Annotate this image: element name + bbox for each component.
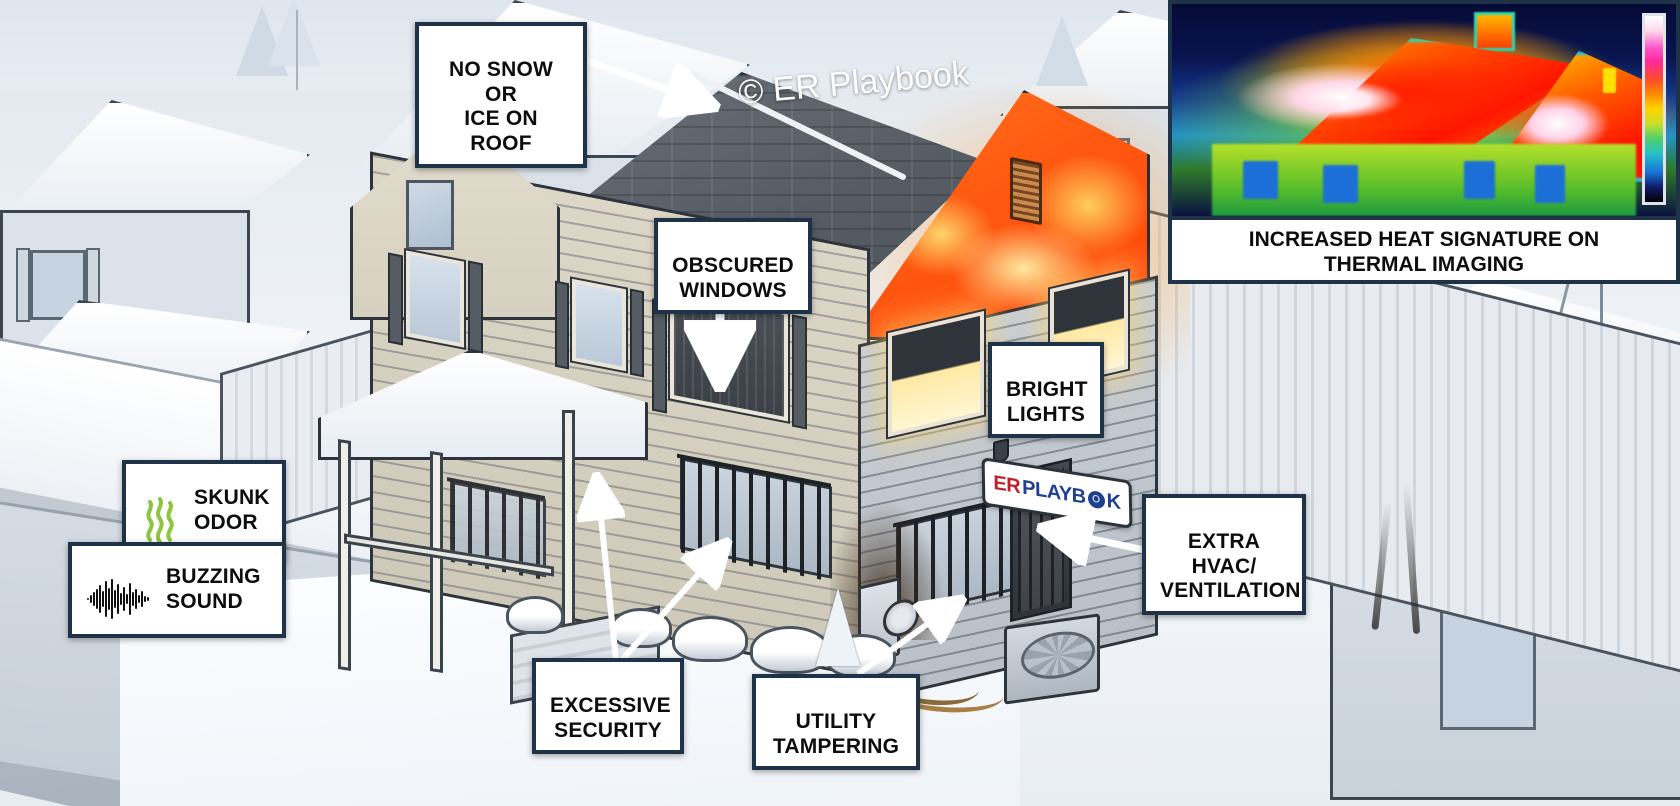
bare-tree-icon: [1600, 220, 1603, 370]
sign-o-badge: O: [1087, 489, 1105, 510]
shutter: [555, 280, 569, 370]
label-obscured-windows[interactable]: OBSCURED WINDOWS: [654, 218, 812, 315]
thermal-house-body: [1212, 143, 1636, 216]
label-text: EXCESSIVE SECURITY: [550, 693, 671, 742]
snow-covered-shrub: [506, 596, 564, 634]
sign-playbook-text: PLAYB: [1021, 475, 1086, 509]
sign-k-text: K: [1106, 489, 1121, 514]
thermal-hot-vent: [1602, 67, 1616, 94]
thermal-chimney: [1474, 12, 1515, 51]
label-bright-lights[interactable]: BRIGHT LIGHTS: [988, 342, 1104, 439]
porch-post: [430, 450, 443, 674]
small-conifer-icon: [816, 588, 860, 666]
sound-waveform-icon: [86, 553, 152, 627]
label-no-snow-or-ice-on-roof[interactable]: NO SNOW OR ICE ON ROOF: [415, 22, 587, 168]
label-text: NO SNOW OR ICE ON ROOF: [448, 57, 554, 156]
upper-window-middle: [570, 276, 628, 374]
thermal-imaging-inset: INCREASED HEAT SIGNATURE ON THERMAL IMAG…: [1168, 0, 1680, 284]
skunk-odor-icon: [140, 471, 180, 551]
window: [30, 250, 86, 320]
porch-post: [338, 438, 351, 672]
label-extra-hvac-ventilation[interactable]: EXTRA HVAC/ VENTILATION: [1142, 494, 1306, 616]
shutter: [652, 298, 667, 414]
label-text: UTILITY TAMPERING: [772, 709, 900, 758]
label-text: OBSCURED WINDOWS: [672, 253, 794, 302]
sign-er-text: ER: [993, 471, 1021, 498]
gable-window: [406, 180, 454, 250]
hvac-condenser-unit: [1004, 613, 1100, 705]
shutter: [16, 248, 30, 322]
shutter: [630, 288, 644, 378]
thermal-cool-window: [1242, 160, 1278, 200]
thermal-cool-window: [1464, 160, 1495, 200]
label-excessive-security[interactable]: EXCESSIVE SECURITY: [532, 658, 684, 755]
label-utility-tampering[interactable]: UTILITY TAMPERING: [752, 674, 920, 771]
thermal-cool-window: [1323, 165, 1359, 204]
label-text: BRIGHT LIGHTS: [1006, 377, 1088, 426]
thermal-cool-window: [1534, 165, 1566, 204]
bare-tree-icon: [296, 10, 298, 90]
snow-covered-shrub: [672, 616, 748, 662]
label-text: SKUNK ODOR: [194, 486, 270, 534]
shutter: [388, 252, 403, 346]
label-text: BUZZING SOUND: [166, 565, 261, 613]
shutter: [792, 314, 807, 430]
gable-vent-icon: [1010, 156, 1042, 226]
bright-lit-window-left: [886, 308, 986, 440]
upper-window-left: [404, 248, 466, 350]
label-buzzing-sound[interactable]: BUZZING SOUND: [68, 542, 286, 638]
snow-covered-shrub: [610, 608, 672, 648]
label-text: EXTRA HVAC/ VENTILATION: [1160, 529, 1301, 603]
thermal-image: [1172, 4, 1676, 216]
thermal-color-scale: [1642, 13, 1666, 205]
shutter: [468, 260, 483, 354]
conifer-tree-icon: [268, 0, 320, 66]
thermal-caption: INCREASED HEAT SIGNATURE ON THERMAL IMAG…: [1172, 216, 1676, 284]
